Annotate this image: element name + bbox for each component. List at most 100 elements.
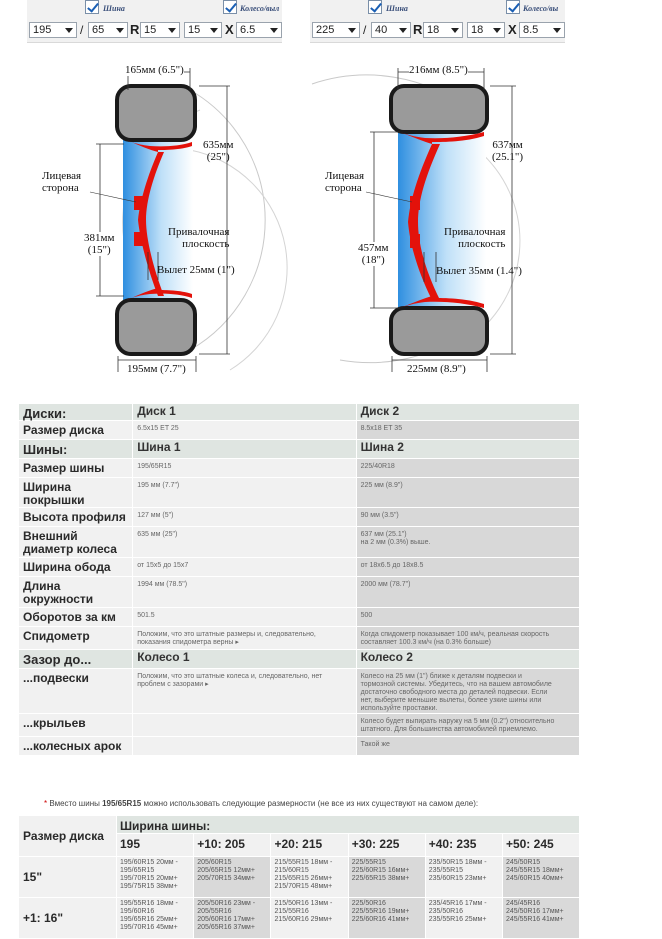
rim-diameter-label-1: 381мм (15") <box>84 232 115 256</box>
width-column-header: +50: 245 <box>502 834 579 856</box>
size-option-cell[interactable]: 245/45R16 245/50R16 17мм+ 245/55R16 41мм… <box>502 898 579 938</box>
tire-bottom-1 <box>115 298 197 356</box>
wheel-width-select-1[interactable]: 6.5 <box>236 22 282 38</box>
value-wheel-2: 90 мм (3.5") <box>356 508 579 526</box>
tire-bottom-2 <box>389 306 489 356</box>
tire-checkbox-2[interactable] <box>368 0 382 14</box>
size-option-cell[interactable]: 205/60R15 205/65R15 12мм+ 205/70R15 34мм… <box>194 857 271 897</box>
tire-rim-select-2[interactable]: 18 <box>423 22 463 38</box>
size-option-cell[interactable]: 195/55R16 18мм - 195/60R16 195/65R16 25м… <box>117 898 194 938</box>
note-suffix: можно использовать следующие размерности… <box>141 799 479 808</box>
outer-diameter-label-1: 635мм (25") <box>203 139 234 163</box>
value-wheel-2: Диск 2 <box>356 404 579 420</box>
note-prefix: Вместо шины <box>49 799 103 808</box>
tire-checkbox-1[interactable] <box>85 0 99 14</box>
size-option-cell[interactable]: 215/50R16 13мм - 215/55R16 215/60R16 29м… <box>271 898 348 938</box>
value-wheel-1[interactable]: Положим, что это штатные колеса и, следо… <box>133 669 356 713</box>
width-column-header: +20: 215 <box>271 834 348 856</box>
value-wheel-2: 500 <box>356 608 579 626</box>
value-wheel-1: 195 мм (7.7") <box>133 478 356 507</box>
width-column-header: 195 <box>117 834 194 856</box>
wheel-checkbox-label-1: Колесо/выл <box>240 4 280 13</box>
size-option-cell[interactable]: 195/60R15 20мм - 195/65R15 195/70R15 20м… <box>117 857 194 897</box>
alternative-sizes-table: Размер диска Ширина шины: 195+10: 205+20… <box>18 815 580 939</box>
size-option-cell[interactable]: 215/55R15 18мм - 215/60R15 215/65R15 26м… <box>271 857 348 897</box>
value-wheel-1: Шина 1 <box>133 440 356 458</box>
row-label: Ширина покрышки <box>19 478 133 507</box>
wheel-width-select-2[interactable]: 8.5 <box>519 22 565 38</box>
value-wheel-2: 225 мм (8.9") <box>356 478 579 507</box>
r-separator-1: R <box>130 22 140 37</box>
value-wheel-2: 8.5x18 ET 35 <box>356 421 579 439</box>
row-label: Диски: <box>19 404 133 420</box>
size-option-cell[interactable]: 225/55R15 225/60R15 16мм+ 225/65R15 38мм… <box>348 857 425 897</box>
tire-top-1 <box>115 84 197 142</box>
wheel-diagram-2 <box>311 68 521 372</box>
alternative-sizes-note: * Вместо шины 195/65R15 можно использова… <box>44 799 478 808</box>
value-wheel-1[interactable]: Положим, что это штатные размеры и, след… <box>133 627 356 649</box>
wheel-checkbox-2[interactable] <box>506 0 520 14</box>
size-option-cell[interactable]: 225/50R16 225/55R16 19мм+ 225/60R16 41мм… <box>348 898 425 938</box>
offset-label-1: Вылет 25мм (1") <box>157 264 235 276</box>
wheel-rim-select-1[interactable]: 15 <box>184 22 222 38</box>
wheel-rim-select-2[interactable]: 18 <box>467 22 505 38</box>
tire-width-select-2[interactable]: 225 <box>312 22 360 38</box>
value-wheel-1: Диск 1 <box>133 404 356 420</box>
size-option-cell[interactable]: 245/50R15 245/55R15 18мм+ 245/60R15 40мм… <box>502 857 579 897</box>
value-wheel-1 <box>133 714 356 736</box>
value-wheel-2: от 18x6.5 до 18x8.5 <box>356 558 579 576</box>
mounting-plane-label-1: Привалочная плоскость <box>168 226 230 250</box>
row-label: Высота профиля <box>19 508 133 526</box>
row-label: Оборотов за км <box>19 608 133 626</box>
row-label: Размер диска <box>19 421 133 439</box>
tire-selector-2: Шина Колесо/вы 225 / 40 R 18 18 X 8.5 <box>310 0 565 43</box>
r-separator-2: R <box>413 22 423 37</box>
value-wheel-1: 501.5 <box>133 608 356 626</box>
row-label: Зазор до... <box>19 650 133 668</box>
tire-profile-select-1[interactable]: 65 <box>88 22 128 38</box>
value-wheel-2: 225/40R18 <box>356 459 579 477</box>
tire-width-select-1[interactable]: 195 <box>29 22 77 38</box>
size-option-cell[interactable]: 205/50R16 23мм - 205/55R16 205/60R16 17м… <box>194 898 271 938</box>
x-separator-2: X <box>508 22 517 37</box>
rim-diameter-label-2: 457мм (18") <box>358 242 389 266</box>
wheel-checkbox-1[interactable] <box>223 0 237 14</box>
top-width-label-1: 165мм (6.5") <box>125 64 184 76</box>
size-option-cell[interactable]: 235/50R15 18мм - 235/55R15 235/60R15 23м… <box>425 857 502 897</box>
note-asterisk: * <box>44 799 48 808</box>
value-wheel-1: 195/65R15 <box>133 459 356 477</box>
value-wheel-1: 127 мм (5") <box>133 508 356 526</box>
row-label: ...колесных арок <box>19 737 133 755</box>
value-wheel-2: Когда спидометр показывает 100 км/ч, реа… <box>356 627 579 649</box>
tire-rim-select-1[interactable]: 15 <box>140 22 180 38</box>
size-option-cell[interactable]: 235/45R16 17мм - 235/50R16 235/55R16 25м… <box>425 898 502 938</box>
value-wheel-2: Колесо будет выпирать наружу на 5 мм (0.… <box>356 714 579 736</box>
value-wheel-2: Шина 2 <box>356 440 579 458</box>
rim-size-label: +1: 16" <box>19 898 116 938</box>
value-wheel-1: Колесо 1 <box>133 650 356 668</box>
width-column-header: +30: 225 <box>348 834 425 856</box>
tire-width-header: Ширина шины: <box>117 816 579 833</box>
tire-selector-1: Шина Колесо/выл 195 / 65 R 15 15 X 6.5 <box>27 0 282 43</box>
face-side-label-1: Лицевая сторона <box>42 170 82 194</box>
note-tire-size: 195/65R15 <box>102 799 142 808</box>
offset-label-2: Вылет 35мм (1.4") <box>436 265 522 277</box>
size-row: 15"195/60R15 20мм - 195/65R15 195/70R15 … <box>19 857 579 897</box>
row-label: Спидометр <box>19 627 133 649</box>
tire-profile-select-2[interactable]: 40 <box>371 22 411 38</box>
row-label: Ширина обода <box>19 558 133 576</box>
tire-checkbox-label-1: Шина <box>103 4 125 13</box>
mounting-plane-label-2: Привалочная плоскость <box>444 226 506 250</box>
row-label: Шины: <box>19 440 133 458</box>
tire-top-2 <box>389 84 489 134</box>
rim-size-header: Размер диска <box>19 816 116 856</box>
wheel-diagrams <box>89 68 521 372</box>
